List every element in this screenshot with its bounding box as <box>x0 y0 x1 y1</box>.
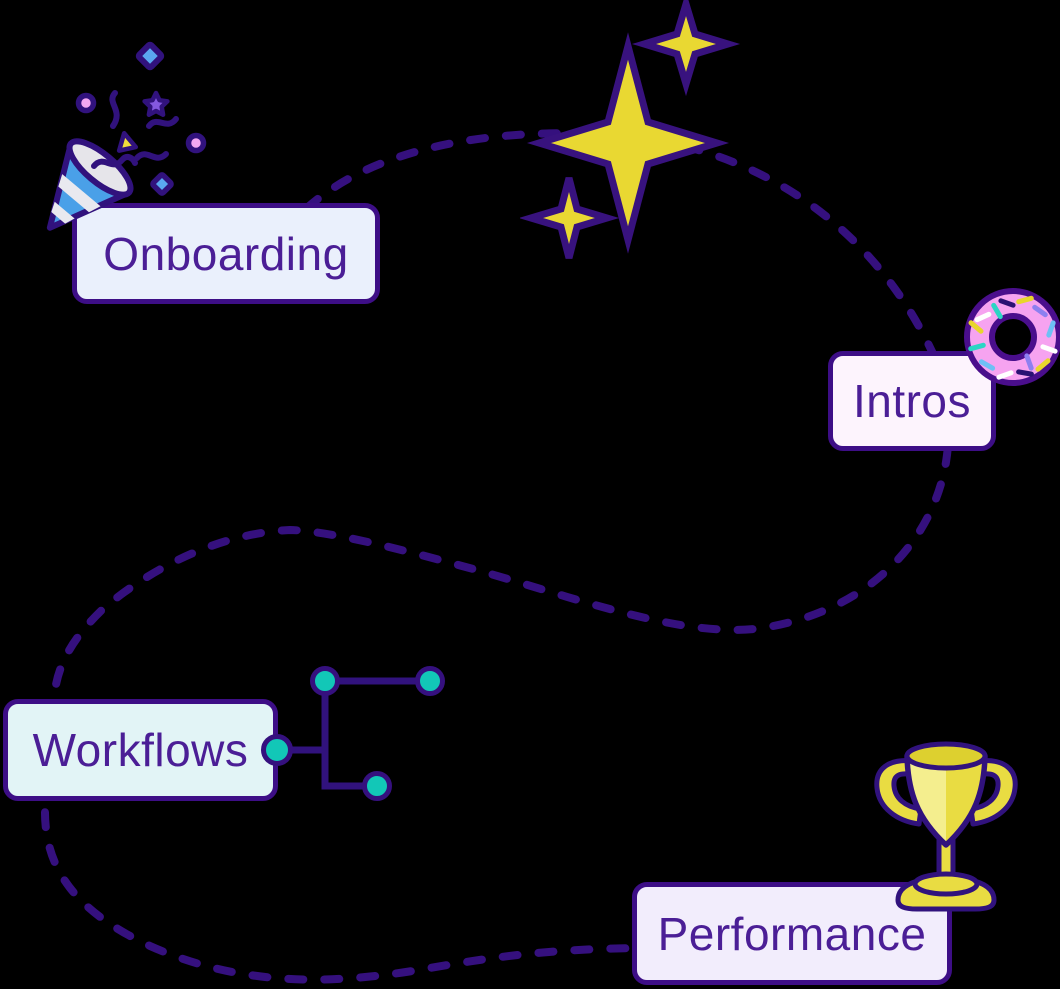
stop-workflows-label: Workflows <box>32 724 249 776</box>
stop-performance-label: Performance <box>657 907 927 960</box>
stop-onboarding-label: Onboarding <box>103 227 349 280</box>
stop-performance: Performance <box>632 882 952 985</box>
donut-icon <box>964 288 1060 386</box>
stop-onboarding: Onboarding <box>72 203 380 304</box>
stop-intros: Intros <box>828 351 996 451</box>
sparkles-icon <box>520 0 741 259</box>
stop-workflows: Workflows <box>3 699 278 801</box>
party-popper-icon <box>46 41 207 231</box>
stop-intros-label: Intros <box>852 375 972 427</box>
flow-nodes-icon <box>261 666 445 801</box>
trophy-icon <box>874 741 1018 912</box>
